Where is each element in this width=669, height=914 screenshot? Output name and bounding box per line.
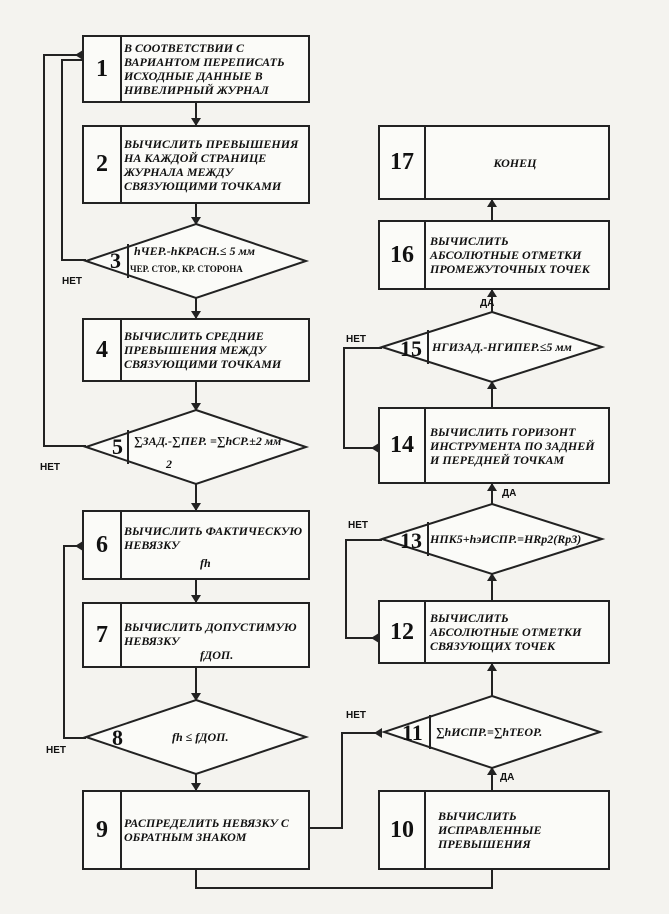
label-no-3: НЕТ	[62, 276, 82, 287]
block-6-subtext: fh	[200, 556, 211, 570]
decision-8-number: 8	[112, 725, 123, 750]
decision-11-text: ∑hИСПР.=∑hТЕОР.	[436, 725, 543, 739]
decision-3-text: hЧЕР.-hКРАСН.≤ 5 мм	[134, 244, 255, 258]
block-2-number: 2	[84, 127, 122, 202]
block-12-number: 12	[380, 602, 426, 662]
block-1-text: В СООТВЕТСТВИИ С ВАРИАНТОМ ПЕРЕПИСАТЬ ИС…	[124, 41, 285, 97]
decision-3-subtext: ЧЕР. СТОР., КР. СТОРОНА	[130, 264, 243, 274]
block-14-text: ВЫЧИСЛИТЬ ГОРИЗОНТ ИНСТРУМЕНТА ПО ЗАДНЕЙ…	[430, 424, 595, 467]
block-6-number: 6	[84, 512, 122, 578]
label-no-13: НЕТ	[348, 520, 368, 531]
block-9-number: 9	[84, 792, 122, 868]
block-12-text: ВЫЧИСЛИТЬ АБСОЛЮТНЫЕ ОТМЕТКИ СВЯЗУЮЩИХ Т…	[430, 611, 582, 653]
block-7-subtext: fДОП.	[200, 648, 234, 662]
label-no-8: НЕТ	[46, 745, 66, 756]
block-2-text: ВЫЧИСЛИТЬ ПРЕВЫШЕНИЯ НА КАЖДОЙ СТРАНИЦЕ …	[124, 136, 299, 193]
block-9: 9 РАСПРЕДЕЛИТЬ НЕВЯЗКУ С ОБРАТНЫМ ЗНАКОМ	[82, 790, 310, 870]
block-17: 17 КОНЕЦ	[378, 125, 610, 200]
block-10-number: 10	[380, 792, 426, 868]
label-yes-13: ДА	[502, 488, 517, 499]
block-16-number: 16	[380, 222, 426, 288]
label-yes-11: ДА	[500, 772, 515, 783]
decision-13-text: HПК5+hэИСПР.=HRp2(Rp3)	[430, 532, 582, 546]
block-1: 1 В СООТВЕТСТВИИ С ВАРИАНТОМ ПЕРЕПИСАТЬ …	[82, 35, 310, 103]
decision-11-number: 11	[402, 720, 423, 745]
block-10-text: ВЫЧИСЛИТЬ ИСПРАВЛЕННЫЕ ПРЕВЫШЕНИЯ	[438, 809, 542, 851]
block-4: 4 ВЫЧИСЛИТЬ СРЕДНИЕ ПРЕВЫШЕНИЯ МЕЖДУ СВЯ…	[82, 318, 310, 382]
decision-5-subtext: 2	[166, 457, 172, 471]
label-no-5: НЕТ	[40, 462, 60, 473]
block-16: 16 ВЫЧИСЛИТЬ АБСОЛЮТНЫЕ ОТМЕТКИ ПРОМЕЖУТ…	[378, 220, 610, 290]
block-1-number: 1	[84, 37, 122, 101]
block-6: 6 ВЫЧИСЛИТЬ ФАКТИЧЕСКУЮ НЕВЯЗКУ fh	[82, 510, 310, 580]
decision-5-text: ∑ЗАД.-∑ПЕР. =∑hСР.±2 мм	[134, 434, 282, 448]
label-no-15: НЕТ	[346, 334, 366, 345]
block-6-text: ВЫЧИСЛИТЬ ФАКТИЧЕСКУЮ НЕВЯЗКУ	[124, 524, 302, 552]
block-10: 10 ВЫЧИСЛИТЬ ИСПРАВЛЕННЫЕ ПРЕВЫШЕНИЯ	[378, 790, 610, 870]
block-16-text: ВЫЧИСЛИТЬ АБСОЛЮТНЫЕ ОТМЕТКИ ПРОМЕЖУТОЧН…	[430, 234, 590, 276]
block-17-text: КОНЕЦ	[493, 155, 537, 170]
block-14-number: 14	[380, 409, 426, 482]
block-17-number: 17	[380, 127, 426, 198]
block-2: 2 ВЫЧИСЛИТЬ ПРЕВЫШЕНИЯ НА КАЖДОЙ СТРАНИЦ…	[82, 125, 310, 204]
decision-5-number: 5	[112, 434, 123, 459]
block-4-number: 4	[84, 320, 122, 380]
label-no-11: НЕТ	[346, 710, 366, 721]
block-12: 12 ВЫЧИСЛИТЬ АБСОЛЮТНЫЕ ОТМЕТКИ СВЯЗУЮЩИ…	[378, 600, 610, 664]
decision-15-text: HГИЗАД.-HГИПЕР.≤5 мм	[432, 340, 572, 354]
block-4-text: ВЫЧИСЛИТЬ СРЕДНИЕ ПРЕВЫШЕНИЯ МЕЖДУ СВЯЗУ…	[124, 329, 282, 371]
block-7-number: 7	[84, 604, 122, 666]
decision-15-number: 15	[400, 336, 422, 361]
decision-8-text: fh ≤ fДОП.	[172, 730, 229, 744]
block-7: 7 ВЫЧИСЛИТЬ ДОПУСТИМУЮ НЕВЯЗКУ fДОП.	[82, 602, 310, 668]
decision-13-number: 13	[400, 528, 422, 553]
label-yes-15: ДА	[480, 298, 495, 309]
block-7-text: ВЫЧИСЛИТЬ ДОПУСТИМУЮ НЕВЯЗКУ	[124, 620, 297, 648]
decision-3-number: 3	[110, 248, 121, 273]
block-14: 14 ВЫЧИСЛИТЬ ГОРИЗОНТ ИНСТРУМЕНТА ПО ЗАД…	[378, 407, 610, 484]
block-9-text: РАСПРЕДЕЛИТЬ НЕВЯЗКУ С ОБРАТНЫМ ЗНАКОМ	[124, 816, 289, 844]
